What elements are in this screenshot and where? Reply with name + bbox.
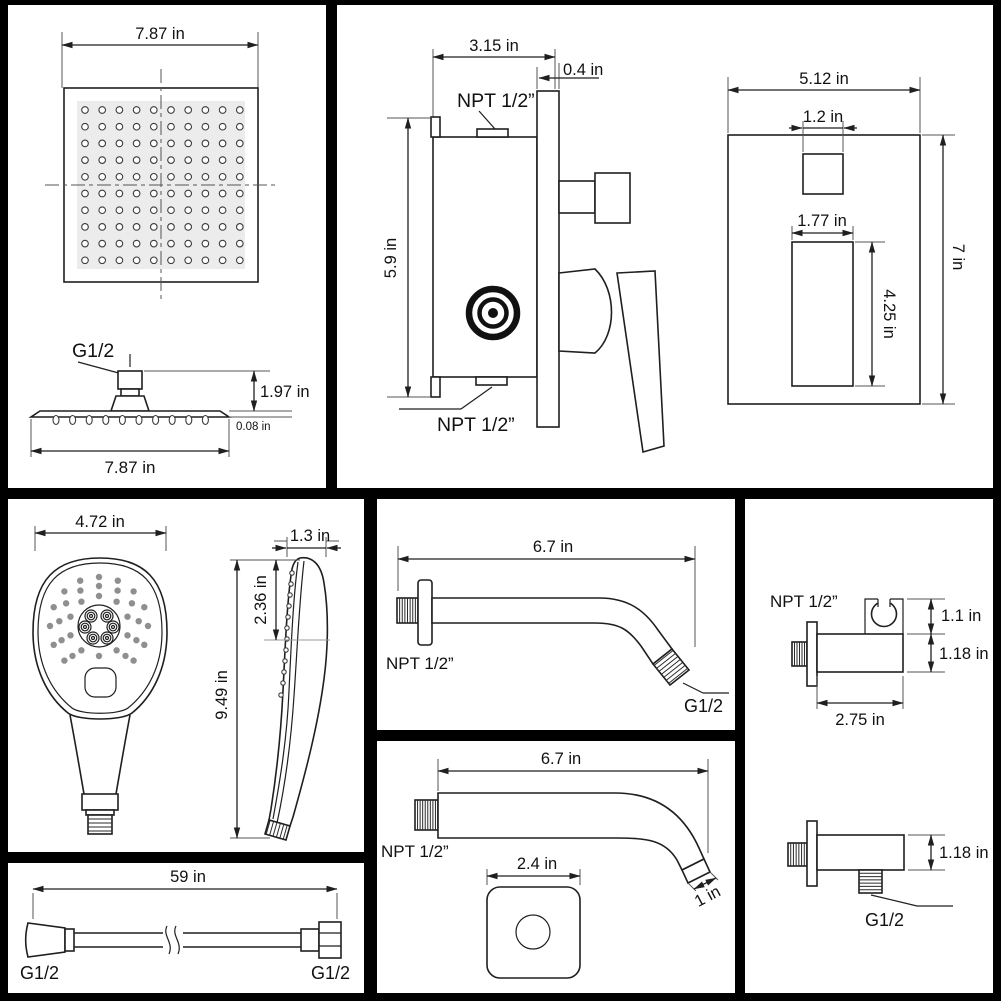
dim-label-valve-plate-thickness: 0.4 in <box>563 61 603 79</box>
dim-label-spout-tip: 1 in <box>692 882 724 910</box>
thread-label-spout-wall: NPT 1/2” <box>381 842 449 861</box>
valve-port-top <box>476 128 509 138</box>
rain-shower-head-drawing: 7.87 in G1/2 1.97 in 0.08 in <box>28 25 310 477</box>
panel-tub-spout: 6.7 in NPT 1/2” 1 in 2.4 in <box>377 741 735 993</box>
hose-drawing: 59 in G1/2 G1/2 <box>20 868 350 983</box>
valve-port-bottom <box>475 376 508 386</box>
dim-label-hand-height: 9.49 in <box>213 670 231 720</box>
panel-hand-shower: 4.72 in 1.3 in <box>8 499 364 852</box>
dim-label-arm-length: 6.7 in <box>533 538 573 556</box>
panel-valve-and-trim: 3.15 in 0.4 in NPT 1/2” <box>337 5 993 488</box>
hose-left-fitting <box>24 922 66 958</box>
elbow-outlet-thread <box>858 869 883 894</box>
dim-label-trim-width: 5.12 in <box>799 70 849 88</box>
valve-diverter-knob <box>594 172 631 224</box>
valve-wall-plate <box>536 90 560 428</box>
shower-arm-drawing: 6.7 in NPT 1/2” G1/2 <box>386 538 729 716</box>
thread-label-rain-g12: G1/2 <box>72 340 114 362</box>
hand-shower-head-outline <box>32 557 168 720</box>
spout-flange-outline <box>486 886 581 979</box>
dim-label-hand-width: 4.72 in <box>75 513 125 531</box>
dim-label-rain-side-width: 7.87 in <box>104 458 155 477</box>
hand-shower-connector <box>81 793 119 811</box>
spout-wall-thread <box>414 799 439 831</box>
rain-stem-flare <box>109 395 151 412</box>
rain-head-side-plate <box>28 410 232 418</box>
hand-shower-side-inlet-hatch <box>265 820 288 841</box>
arm-flange <box>417 579 433 646</box>
valve-body <box>432 136 538 378</box>
hand-shower-thread <box>87 814 113 835</box>
hand-shower-spray-dots <box>46 573 152 664</box>
valve-ear-top <box>430 116 441 138</box>
thread-label-valve-top: NPT 1/2” <box>457 90 535 112</box>
hand-shower-drawing: 4.72 in 1.3 in <box>32 513 341 841</box>
rain-head-nozzle-grid <box>81 106 244 265</box>
valve-trim-drawing: 3.15 in 0.4 in NPT 1/2” <box>382 37 967 454</box>
hose-right-nut <box>318 921 342 959</box>
hand-shower-side-inlet <box>264 819 291 841</box>
hand-shower-side-nozzles <box>278 570 295 698</box>
thread-label-arm-wall: NPT 1/2” <box>386 654 454 673</box>
dim-label-valve-height: 5.9 in <box>382 238 400 278</box>
panel-rain-shower-head: 7.87 in G1/2 1.97 in 0.08 in <box>8 5 326 488</box>
thread-label-valve-bottom: NPT 1/2” <box>437 414 515 436</box>
panel-holder-and-elbow: NPT 1/2” 1.1 in 1.18 in 2.75 in <box>745 499 993 993</box>
dim-label-spout-length: 6.7 in <box>541 750 581 768</box>
hand-shower-side-profile <box>268 556 329 827</box>
panel-shower-arm: 6.7 in NPT 1/2” G1/2 <box>377 499 735 730</box>
hand-shower-center-cluster <box>77 604 121 648</box>
hand-shower-mode-button <box>84 667 117 698</box>
rain-head-side-nozzles <box>52 414 209 426</box>
tub-spout-drawing: 6.7 in NPT 1/2” 1 in 2.4 in <box>381 750 724 979</box>
dim-label-hand-side-width: 1.3 in <box>290 527 330 545</box>
valve-outlet-port <box>465 285 521 341</box>
valve-ear-bottom <box>430 376 441 398</box>
dim-label-hose-length: 59 in <box>170 868 206 886</box>
valve-diverter-stem <box>558 180 596 214</box>
dim-label-holder-length: 2.75 in <box>835 711 885 729</box>
holder-body <box>816 633 904 673</box>
rain-stem-nut <box>117 370 143 390</box>
valve-handle-cap <box>558 268 613 354</box>
hose-break-mark <box>165 925 171 955</box>
dim-label-trim-square: 1.2 in <box>803 108 843 126</box>
valve-handle-lever <box>616 270 665 454</box>
thread-label-holder: NPT 1/2” <box>770 592 838 611</box>
arm-tube <box>431 597 674 666</box>
thread-label-hose-left: G1/2 <box>20 963 59 983</box>
dim-label-holder-body: 1.18 in <box>939 645 989 663</box>
holder-elbow-drawing: NPT 1/2” 1.1 in 1.18 in 2.75 in <box>770 592 989 930</box>
holder-flange <box>806 621 818 687</box>
elbow-flange <box>806 820 818 887</box>
dim-label-hand-face-height: 2.36 in <box>252 575 270 625</box>
elbow-body <box>816 834 905 871</box>
dim-label-trim-slot-height: 4.25 in <box>880 289 898 339</box>
panel-hose: 59 in G1/2 G1/2 <box>8 863 364 993</box>
trim-plate-outline <box>727 134 921 405</box>
spout-body <box>437 792 706 872</box>
dim-label-trim-height: 7 in <box>949 244 967 271</box>
dim-label-spout-flange: 2.4 in <box>517 855 557 873</box>
dim-label-elbow-body: 1.18 in <box>939 844 989 862</box>
thread-label-elbow: G1/2 <box>865 910 904 930</box>
dim-label-rain-thickness: 0.08 in <box>236 421 271 433</box>
arm-outlet-thread-hatch <box>653 650 688 684</box>
thread-label-hose-right: G1/2 <box>311 963 350 983</box>
dim-label-trim-slot-width: 1.77 in <box>797 212 847 230</box>
spout-flange-hole <box>515 914 551 950</box>
dim-label-valve-depth: 3.15 in <box>469 37 519 55</box>
dim-label-rain-front-width: 7.87 in <box>135 25 185 43</box>
trim-slot-cutout <box>791 241 854 387</box>
thread-label-arm-outlet: G1/2 <box>684 696 723 716</box>
dim-label-holder-clip: 1.1 in <box>941 607 981 625</box>
dim-label-rain-stem-height: 1.97 in <box>260 383 310 401</box>
hand-shower-center-nozzles <box>78 609 120 645</box>
trim-square-cutout <box>802 153 844 195</box>
